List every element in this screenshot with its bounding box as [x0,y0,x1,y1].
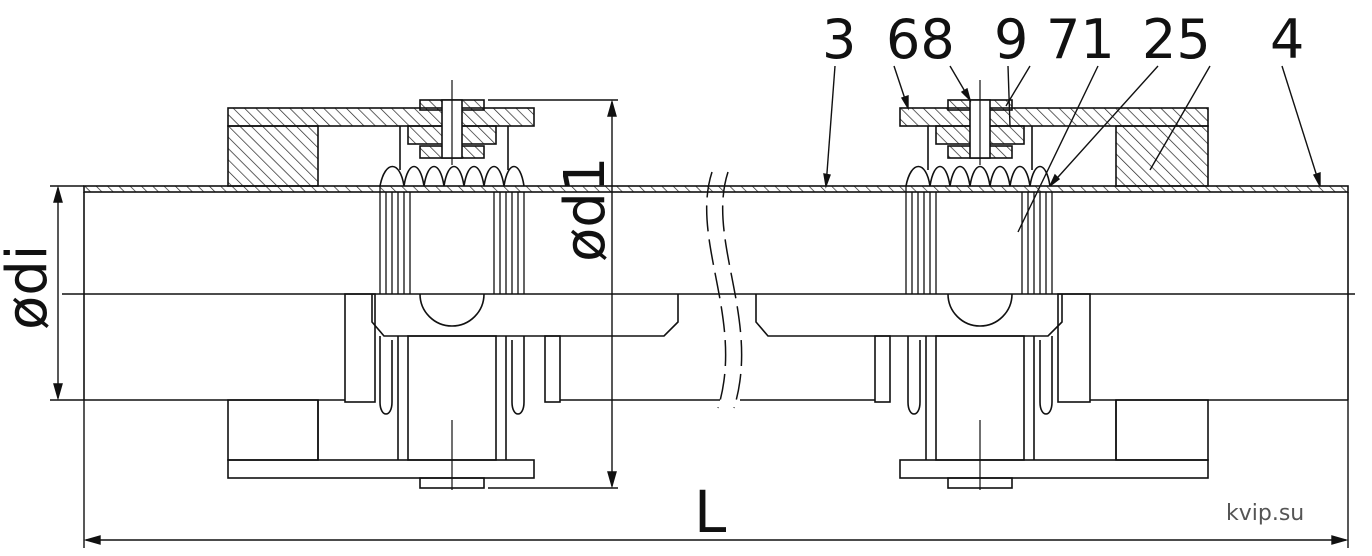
label-d1: ød1 [553,157,618,262]
pipe-top-wall [83,185,1349,294]
label-length: L [694,478,726,546]
leader-lines [823,65,1321,233]
left-flange-top [227,80,535,294]
callout-68: 68 [886,8,955,71]
dimension-di [50,185,84,401]
watermark: kvip.su [1226,501,1304,526]
pipe-bottom-outline [83,294,1349,401]
left-flange-bottom [227,293,679,490]
callout-71: 71 [1046,8,1115,71]
callout-9: 9 [994,8,1028,71]
dimension-length [83,400,1349,548]
break-lines [705,171,743,409]
callout-25: 25 [1142,8,1211,71]
dimension-d1 [488,99,618,489]
callout-4: 4 [1270,8,1304,71]
label-di: ødi [0,245,60,330]
callout-3: 3 [822,8,856,71]
callout-labels: 3 68 9 71 25 4 [822,8,1304,71]
right-flange-bottom [755,293,1209,490]
right-flange-top [899,80,1209,294]
